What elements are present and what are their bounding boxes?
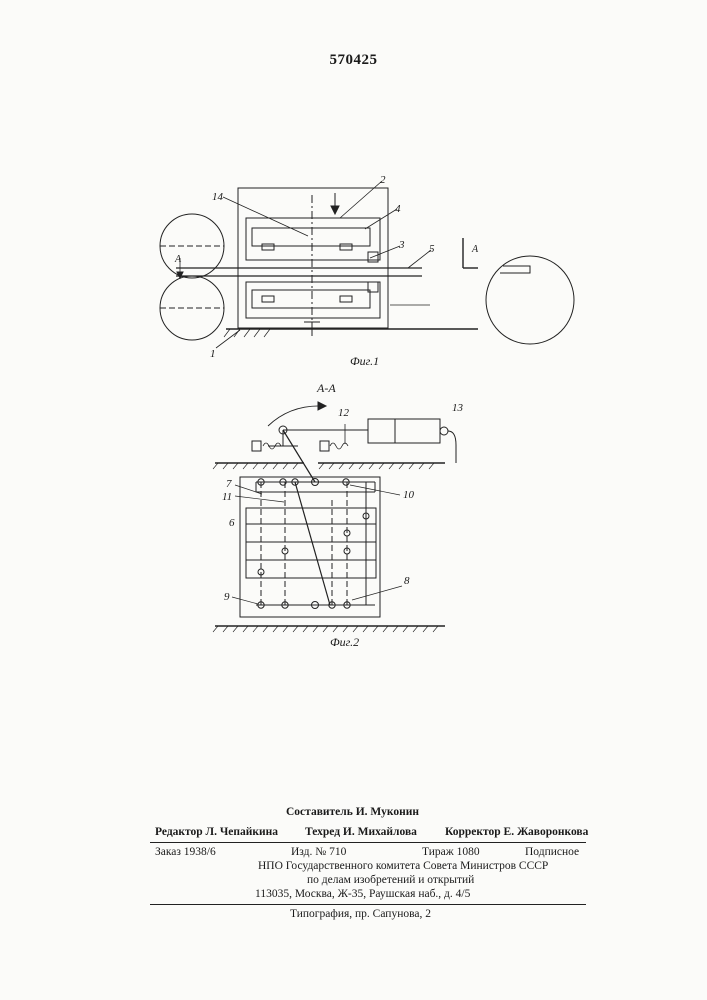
compiler: Составитель И. Муконин [286, 806, 419, 818]
org-line-2: по делам изобретений и открытий [307, 874, 474, 886]
edition: Изд. № 710 [291, 846, 346, 858]
label-6: 6 [229, 517, 235, 529]
editor: Редактор Л. Чепайкина [155, 826, 278, 838]
label-9: 9 [224, 591, 230, 603]
circulation: Тираж 1080 [422, 846, 480, 858]
org-line-1: НПО Государственного комитета Совета Мин… [258, 860, 548, 872]
label-13: 13 [452, 402, 464, 414]
address: 113035, Москва, Ж-35, Раушская наб., д. … [255, 888, 470, 900]
subscription: Подписное [525, 846, 579, 858]
label-8: 8 [404, 575, 410, 587]
techeditor: Техред И. Михайлова [305, 826, 417, 838]
label-10: 10 [403, 489, 415, 501]
printer: Типография, пр. Сапунова, 2 [290, 908, 431, 920]
label-12: 12 [338, 407, 350, 419]
order: Заказ 1938/6 [155, 846, 216, 858]
section-title: А-А [316, 381, 336, 395]
label-7: 7 [226, 478, 232, 490]
corrector: Корректор Е. Жаворонкова [445, 826, 588, 838]
figure-2-caption: Фиг.2 [330, 635, 359, 649]
label-11: 11 [222, 491, 232, 503]
